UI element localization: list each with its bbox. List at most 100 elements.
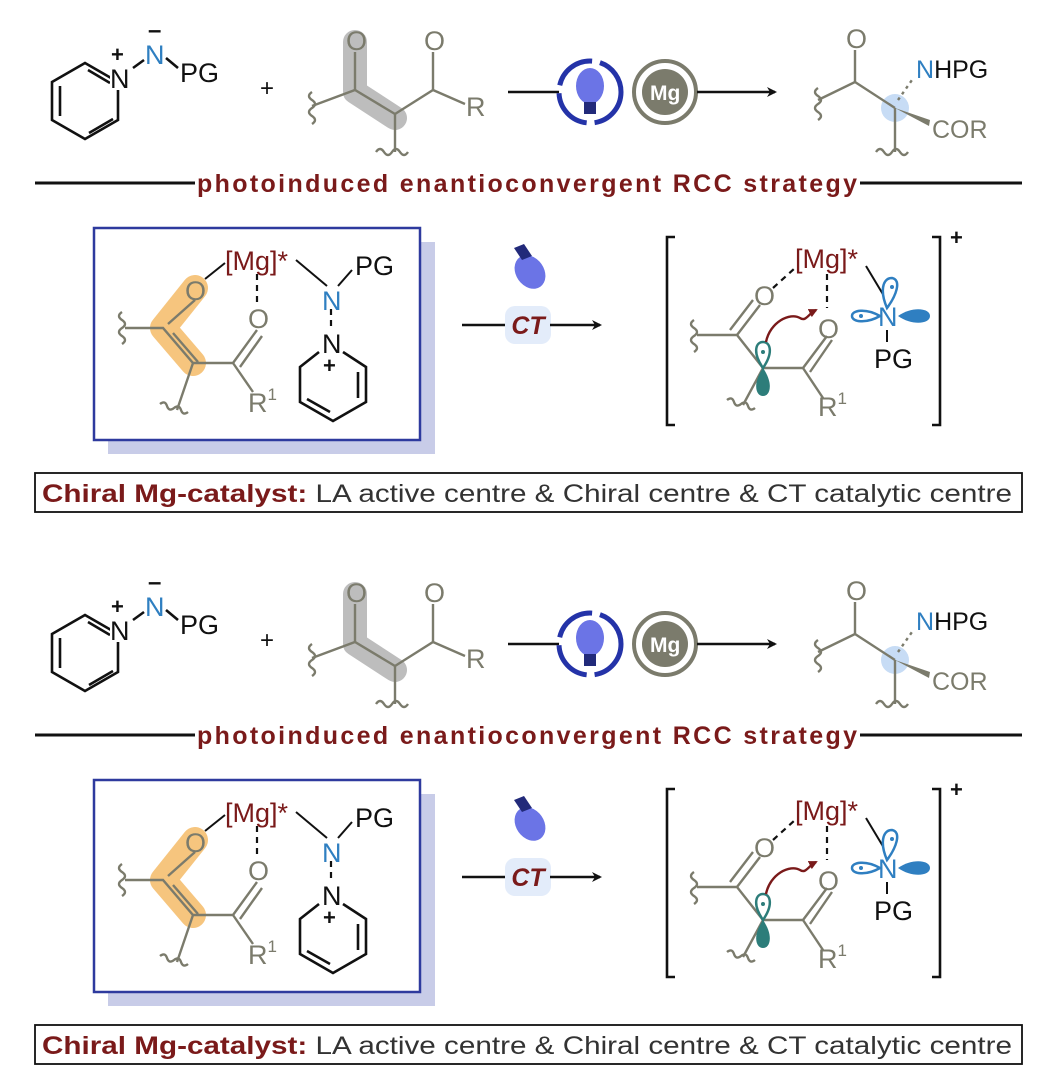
charge-transfer-intermediate: + [Mg]* O O	[665, 777, 963, 979]
cation-charge: +	[950, 777, 963, 802]
svg-text:R1: R1	[818, 389, 847, 422]
amine-n-label: N	[916, 56, 934, 84]
chiral-mg-label: [Mg]*	[225, 798, 289, 828]
oxygen-label: O	[818, 314, 839, 344]
nitrogen-orbitals	[850, 276, 930, 323]
r-superscript: 1	[838, 389, 847, 408]
enolate-oxygen-label: O	[185, 828, 206, 858]
lightbulb-icon	[514, 244, 546, 289]
ct-label: CT	[511, 864, 547, 892]
amine-n-label: N	[916, 608, 934, 636]
oxygen-label: O	[346, 578, 367, 608]
complex-box	[92, 226, 422, 442]
plus-charge: +	[111, 42, 124, 67]
electron-transfer-arrow	[764, 860, 818, 895]
lightbulb-icon	[576, 620, 604, 666]
amide-n-label: N	[322, 838, 342, 868]
pyridinium-n-label: N	[110, 616, 130, 646]
plus-charge: +	[323, 905, 336, 930]
nitrogen-radical-label: N	[878, 854, 898, 884]
amination-product: O NHPG COR	[813, 24, 988, 157]
strategy-title: photoinduced enantioconvergent RCC strat…	[197, 722, 857, 750]
oxygen-label: O	[846, 24, 867, 54]
caption-box	[34, 1024, 1023, 1065]
charge-transfer-arrow: CT	[462, 796, 602, 896]
dicarbonyl-substrate: O O R	[307, 578, 486, 709]
pyridinium-n-label: N	[322, 881, 342, 911]
pyridine-ring	[298, 902, 368, 975]
carbonyl-oxygen-label: O	[248, 856, 269, 886]
wedge-bond	[895, 108, 930, 126]
ct-pill	[505, 306, 551, 344]
pg-label: PG	[874, 344, 913, 374]
svg-text:Chiral Mg-catalyst: LA active: Chiral Mg-catalyst: LA active centre & C…	[42, 1032, 1012, 1060]
r-group-label: R	[248, 940, 268, 970]
r-group-label: R	[466, 644, 486, 674]
oxygen-label: O	[346, 26, 367, 56]
pg-label: PG	[180, 610, 219, 640]
lightbulb-icon	[576, 68, 604, 114]
dicarbonyl-substrate: O O R	[307, 26, 486, 157]
catalyst-arrow: Mg	[508, 58, 777, 126]
chiral-mg-label: [Mg]*	[225, 246, 289, 276]
oxygen-label: O	[754, 833, 775, 863]
pyridinium-n-label: N	[322, 329, 342, 359]
pyridine-ring	[298, 350, 368, 423]
r-superscript: 1	[838, 941, 847, 960]
caption-box	[34, 472, 1023, 513]
oxygen-label: O	[754, 281, 775, 311]
pyridine-ring	[50, 613, 120, 693]
svg-text:R1: R1	[248, 385, 277, 418]
pyridinium-n-label: N	[110, 64, 130, 94]
pg-label: PG	[355, 251, 394, 281]
oxygen-label: O	[424, 26, 445, 56]
strategy-title: photoinduced enantioconvergent RCC strat…	[197, 170, 857, 198]
carbonyl-oxygen-label: O	[248, 304, 269, 334]
caption-title: Chiral Mg-catalyst:	[42, 480, 307, 508]
nitrogen-radical-label: N	[878, 302, 898, 332]
pg-label: PG	[874, 896, 913, 926]
right-bracket	[932, 787, 942, 979]
wavy-bond	[307, 91, 317, 125]
r-group-label: R	[248, 388, 268, 418]
cor-label: COR	[932, 668, 988, 696]
pyridinium-ylide-reagent: N + N – PG	[50, 17, 219, 141]
mg-label: Mg	[650, 82, 680, 105]
wavy-bond	[307, 643, 317, 677]
plus-charge: +	[111, 594, 124, 619]
oxygen-label: O	[424, 578, 445, 608]
chiral-mg-label: [Mg]*	[795, 244, 859, 274]
charge-transfer-arrow: CT	[462, 244, 602, 344]
chiral-mg-label: [Mg]*	[795, 796, 859, 826]
ct-pill	[505, 858, 551, 896]
ct-label: CT	[511, 312, 547, 340]
charge-transfer-intermediate: + [Mg]* O O	[665, 225, 963, 427]
svg-text:R1: R1	[248, 937, 277, 970]
carbon-p-orbital	[755, 340, 771, 396]
caption-text: LA active centre & Chiral centre & CT ca…	[307, 1032, 1012, 1060]
oxygen-label: O	[846, 576, 867, 606]
svg-text:NHPG: NHPG	[916, 608, 988, 636]
wavy-bond	[375, 699, 409, 709]
plus-charge: +	[323, 353, 336, 378]
amination-product: O NHPG COR	[813, 576, 988, 709]
right-bracket	[932, 235, 942, 427]
hpg-label: HPG	[934, 608, 988, 636]
cation-charge: +	[950, 225, 963, 250]
caption-title: Chiral Mg-catalyst:	[42, 1032, 307, 1060]
plus-sign: +	[260, 75, 274, 102]
plus-sign: +	[260, 627, 274, 654]
minus-charge: –	[148, 17, 161, 44]
hpg-label: HPG	[934, 56, 988, 84]
amide-n-label: N	[322, 286, 342, 316]
mg-label: Mg	[650, 634, 680, 657]
r-superscript: 1	[268, 937, 277, 956]
catalyst-caption: Chiral Mg-catalyst: LA active centre & C…	[34, 472, 1023, 513]
ylide-n-label: N	[145, 40, 165, 70]
left-bracket	[665, 235, 675, 427]
pg-label: PG	[355, 803, 394, 833]
r-group-label: R	[818, 392, 838, 422]
scheme-panel: N + N – PG + O O R	[34, 569, 1023, 1065]
catalyst-caption: Chiral Mg-catalyst: LA active centre & C…	[34, 1024, 1023, 1065]
